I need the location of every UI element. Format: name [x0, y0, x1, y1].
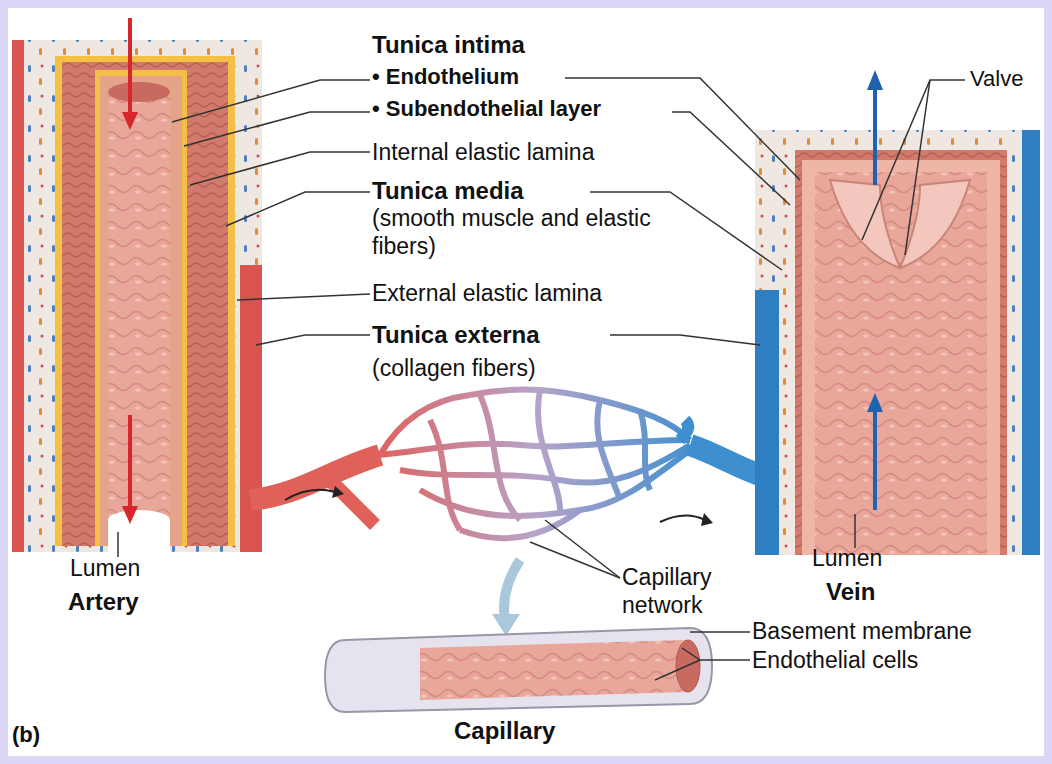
- artery-drawing: [12, 18, 262, 552]
- label-text: External elastic lamina: [372, 279, 602, 307]
- label-text: Internal elastic lamina: [372, 138, 594, 166]
- label-text: Basement membrane: [752, 617, 972, 645]
- label-text: (b): [12, 722, 40, 749]
- vein-drawing: [755, 70, 1040, 555]
- label-text: Endothelial cells: [752, 646, 918, 674]
- label-text: Lumen: [812, 544, 882, 572]
- label-text: Vein: [826, 577, 875, 606]
- label-text: • Subendothelial layer: [372, 96, 601, 123]
- label-text: • Endothelium: [372, 64, 519, 91]
- capillary-network-drawing: [250, 390, 775, 539]
- label-text: Capillary network: [622, 563, 752, 619]
- label-text: Tunica externa: [372, 320, 540, 349]
- label-text: (collagen fibers): [372, 354, 536, 382]
- label-text: Artery: [68, 587, 139, 616]
- label-text: Lumen: [70, 554, 140, 582]
- panel: [8, 8, 1044, 756]
- label-text: Valve: [970, 66, 1023, 93]
- label-text: Tunica intima: [372, 30, 525, 59]
- leader-lines: [118, 78, 965, 680]
- label-text: (smooth muscle and elastic fibers): [372, 204, 672, 260]
- label-text: Tunica media: [372, 176, 524, 205]
- label-text: Capillary: [454, 716, 555, 745]
